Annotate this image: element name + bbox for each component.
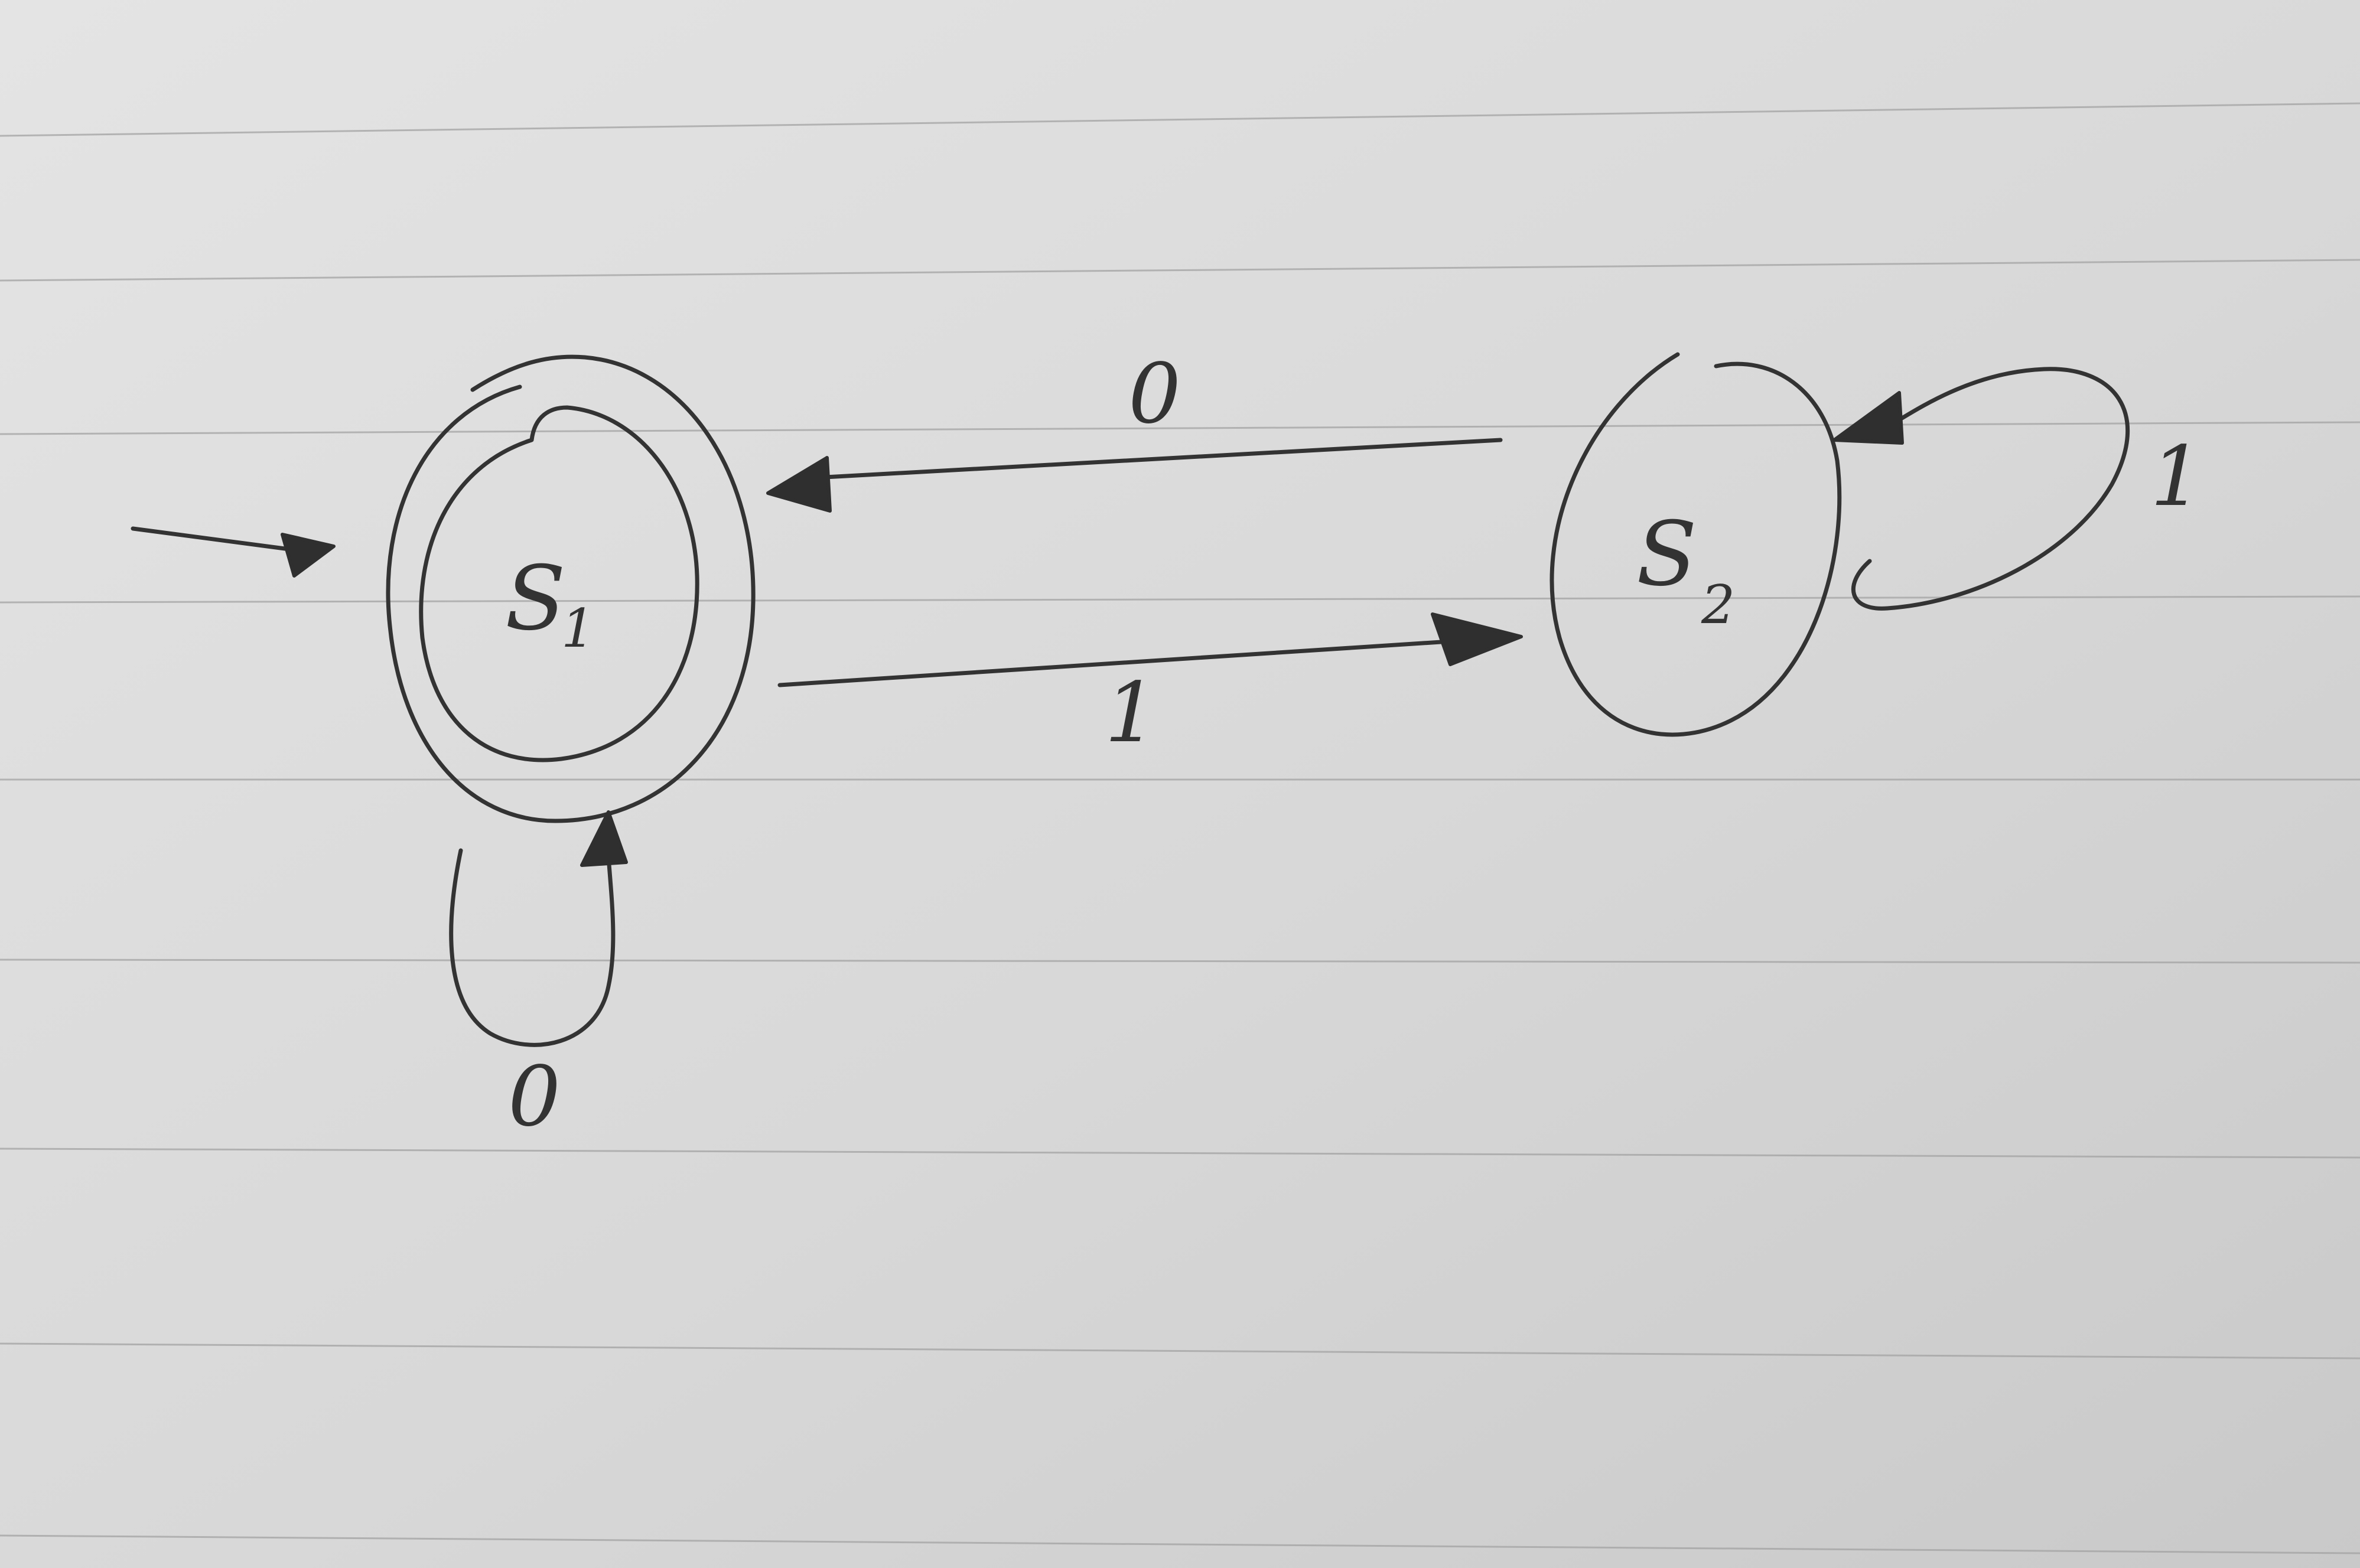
state-s1-inner-ring (419, 405, 699, 762)
state-s2-ring (1550, 352, 1842, 737)
transition-s2-self-loop: 1 (1832, 367, 2203, 611)
transition-s2-to-s1-label: 0 (1128, 346, 1181, 442)
state-s1: S 1 (386, 354, 756, 823)
transition-s2-self-loop-label: 1 (2150, 429, 2203, 525)
start-arrow (131, 526, 336, 578)
transition-s1-self-loop: 0 (449, 810, 628, 1145)
state-s2-label: S (1636, 503, 1697, 606)
state-s2-subscript: 2 (1701, 574, 1735, 636)
transition-s1-to-s2-label: 1 (1105, 665, 1157, 761)
state-s2: S 2 (1550, 352, 1842, 737)
ruled-lines (0, 102, 2360, 1554)
transition-s2-to-s1: 0 (766, 346, 1503, 513)
state-s1-label: S (505, 547, 566, 650)
state-s1-subscript: 1 (561, 598, 595, 660)
transition-s1-self-loop-label: 0 (508, 1049, 561, 1145)
state-s1-outer-ring (386, 354, 756, 823)
transition-s1-to-s2: 1 (777, 612, 1523, 761)
